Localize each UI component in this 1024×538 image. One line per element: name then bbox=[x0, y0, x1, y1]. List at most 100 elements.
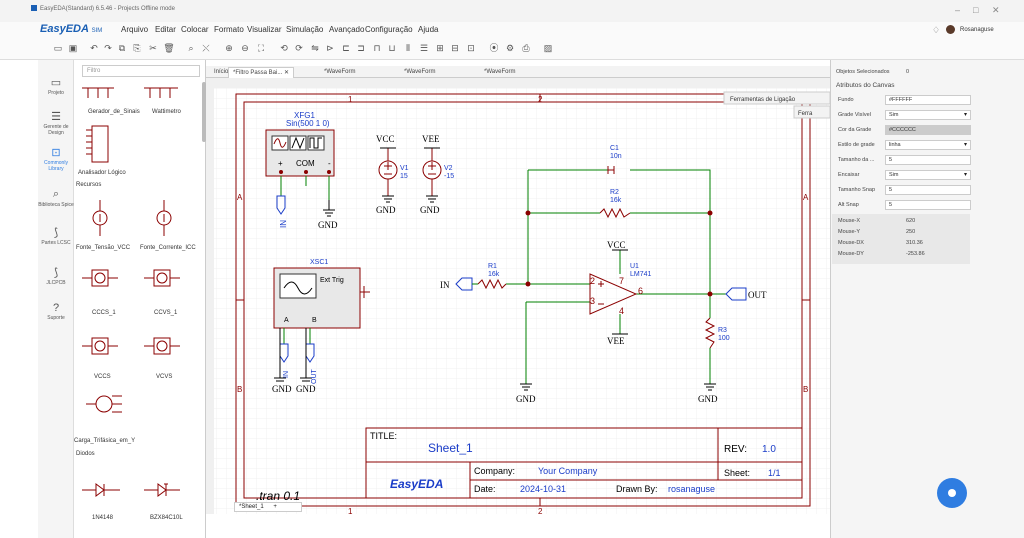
menu-ajuda[interactable]: Ajuda bbox=[418, 25, 439, 34]
lib-item-bzx[interactable]: BZX84C10L bbox=[150, 515, 183, 521]
menu-simulacao[interactable]: Simulação bbox=[286, 25, 324, 34]
delete-icon[interactable]: 🗑 bbox=[163, 43, 175, 53]
prop-grade-visivel-select[interactable]: Sim bbox=[885, 110, 971, 120]
prop-tamanho-value[interactable]: 5 bbox=[885, 155, 971, 165]
user-name[interactable]: Rosanaguse bbox=[960, 27, 994, 33]
cut-icon[interactable]: ✂ bbox=[149, 43, 157, 53]
lib-item-vccs[interactable]: VCCS bbox=[94, 374, 111, 380]
filter-input[interactable]: Filtro bbox=[82, 65, 200, 77]
rail-projeto[interactable]: ▭Projeto bbox=[38, 76, 74, 96]
title-bar: EasyEDA(Standard) 6.5.46 - Projects Offl… bbox=[0, 0, 1024, 22]
rail-lcsc[interactable]: ⟆Partes LCSC bbox=[38, 226, 74, 246]
grid-icon[interactable]: ⊡ bbox=[467, 43, 475, 53]
lib-item-vcvs[interactable]: VCVS bbox=[156, 374, 173, 380]
canvas-attrs-section[interactable]: Atributos do Canvas bbox=[836, 82, 895, 89]
v2-gnd: GND bbox=[420, 205, 440, 215]
rail-commonly[interactable]: ⊡Commonly Library bbox=[38, 146, 74, 172]
sheet-value: 1/1 bbox=[768, 468, 781, 478]
r3-value: 100 bbox=[718, 335, 730, 342]
prop-cor-grade-value[interactable]: #CCCCCC bbox=[885, 125, 971, 135]
cross-probe-icon[interactable]: ⤬ bbox=[202, 43, 210, 53]
menu-colocar[interactable]: Colocar bbox=[181, 25, 209, 34]
align-right-icon[interactable]: ⊐ bbox=[357, 43, 365, 53]
sheet-tab[interactable]: *Sheet_1 + bbox=[234, 502, 302, 512]
menu-configuracao[interactable]: Configuração bbox=[365, 25, 413, 34]
menu-editar[interactable]: Editar bbox=[155, 25, 176, 34]
image-icon[interactable]: ▨ bbox=[543, 43, 553, 53]
chevron-down-icon[interactable]: ▾ bbox=[964, 142, 968, 148]
tab-waveform-1[interactable]: *WaveForm bbox=[324, 69, 356, 75]
library-scrollbar[interactable] bbox=[202, 82, 206, 142]
save-icon[interactable]: ▣ bbox=[68, 43, 78, 53]
drawn-label: Drawn By: bbox=[616, 484, 658, 494]
lib-item-cccs[interactable]: CCCS_1 bbox=[92, 310, 116, 316]
fit-icon[interactable]: ⛶ bbox=[257, 43, 265, 53]
prop-estilo-grade-select[interactable]: linha bbox=[885, 140, 971, 150]
rotate-right-icon[interactable]: ⟳ bbox=[295, 43, 303, 53]
settings-icon[interactable]: ⚙ bbox=[505, 43, 515, 53]
lib-item-fonte-icc[interactable]: Fonte_Corrente_ICC bbox=[140, 245, 196, 251]
align-top-icon[interactable]: ⊓ bbox=[373, 43, 381, 53]
close-icon[interactable]: ✕ bbox=[992, 5, 1000, 15]
prop-snap-value[interactable]: 5 bbox=[885, 185, 971, 195]
lib-item-carga[interactable]: Carga_Trifásica_em_Y bbox=[74, 438, 136, 444]
schematic-canvas[interactable]: 1 2 1 2 A B A B XFG1 Sin(50 bbox=[206, 78, 830, 514]
chat-support-button[interactable] bbox=[937, 478, 967, 508]
menu-arquivo[interactable]: Arquivo bbox=[121, 25, 149, 34]
lib-item-1n4148[interactable]: 1N4148 bbox=[92, 515, 114, 521]
prop-label: Tamanho Snap bbox=[838, 187, 875, 193]
distribute-h-icon[interactable]: ⫴ bbox=[406, 43, 410, 53]
chevron-down-icon[interactable]: ▾ bbox=[964, 112, 968, 118]
ungroup-icon[interactable]: ⊟ bbox=[451, 43, 459, 53]
align-bottom-icon[interactable]: ⊔ bbox=[388, 43, 396, 53]
tab-waveform-2[interactable]: *WaveForm bbox=[404, 69, 436, 75]
folder-icon: ▭ bbox=[50, 77, 62, 89]
title-block-logo: EasyEDA bbox=[390, 477, 443, 491]
chevron-down-icon[interactable]: ▾ bbox=[964, 172, 968, 178]
lib-item-wattimetro[interactable]: Wattimetro bbox=[152, 109, 181, 115]
v2-value: -15 bbox=[444, 173, 454, 180]
menu-avancado[interactable]: Avançado bbox=[329, 25, 365, 34]
export-icon[interactable]: ⎙ bbox=[522, 43, 530, 53]
rail-suporte[interactable]: ?Suporte bbox=[38, 302, 74, 321]
rail-jlcpcb[interactable]: ⟆JLCPCB bbox=[38, 266, 74, 286]
menu-formato[interactable]: Formato bbox=[214, 25, 244, 34]
add-sheet-icon[interactable]: + bbox=[273, 504, 277, 510]
tab-inicio[interactable]: Início bbox=[214, 69, 229, 75]
find-icon[interactable]: ⌕ bbox=[188, 43, 194, 53]
menu-visualizar[interactable]: Visualizar bbox=[247, 25, 282, 34]
copy-icon[interactable]: ⧉ bbox=[118, 43, 126, 53]
tran-directive[interactable]: .tran 0.1 bbox=[256, 489, 300, 503]
lib-item-fonte-vcc[interactable]: Fonte_Tensão_VCC bbox=[76, 245, 131, 251]
distribute-v-icon[interactable]: ☰ bbox=[419, 43, 429, 53]
avatar[interactable] bbox=[946, 25, 955, 34]
prop-encaixar-select[interactable]: Sim bbox=[885, 170, 971, 180]
paste-icon[interactable]: ⎘ bbox=[133, 43, 141, 53]
group-icon[interactable]: ⊞ bbox=[436, 43, 444, 53]
undo-icon[interactable]: ↶ bbox=[90, 43, 98, 53]
collapse-icon[interactable]: ▭ bbox=[53, 43, 63, 53]
align-icon[interactable]: ⊳ bbox=[326, 43, 334, 53]
zoom-out-icon[interactable]: ⊖ bbox=[241, 43, 249, 53]
align-left-icon[interactable]: ⊏ bbox=[342, 43, 350, 53]
minimize-icon[interactable]: – bbox=[955, 5, 961, 15]
lib-item-analisador[interactable]: Analisador Lógico bbox=[78, 170, 126, 176]
flip-icon[interactable]: ⇋ bbox=[311, 43, 319, 53]
rail-gerente[interactable]: ☰Gerente de Design bbox=[38, 110, 74, 136]
zoom-in-icon[interactable]: ⊕ bbox=[225, 43, 233, 53]
prop-alt-snap-value[interactable]: 5 bbox=[885, 200, 971, 210]
rail-spice[interactable]: ⌕Biblioteca Spice bbox=[38, 188, 74, 208]
bell-icon[interactable]: ♢ bbox=[932, 25, 941, 35]
v1-gnd: GND bbox=[376, 205, 396, 215]
simulate-icon[interactable]: ⦿ bbox=[489, 43, 499, 53]
float-panel-tools[interactable]: Ferra bbox=[798, 111, 813, 117]
prop-fundo-value[interactable]: #FFFFFF bbox=[885, 95, 971, 105]
tab-schematic[interactable]: *Filtro Passa Bai... ✕ bbox=[228, 67, 295, 78]
maximize-icon[interactable]: □ bbox=[973, 5, 979, 15]
lib-item-gerador[interactable]: Gerador_de_Sinais bbox=[88, 109, 140, 115]
rotate-left-icon[interactable]: ⟲ bbox=[280, 43, 288, 53]
tab-waveform-3[interactable]: *WaveForm bbox=[484, 69, 516, 75]
redo-icon[interactable]: ↷ bbox=[104, 43, 112, 53]
lib-item-ccvs[interactable]: CCVS_1 bbox=[154, 310, 178, 316]
float-panel-wiring[interactable]: Ferramentas de Ligação bbox=[730, 97, 796, 103]
